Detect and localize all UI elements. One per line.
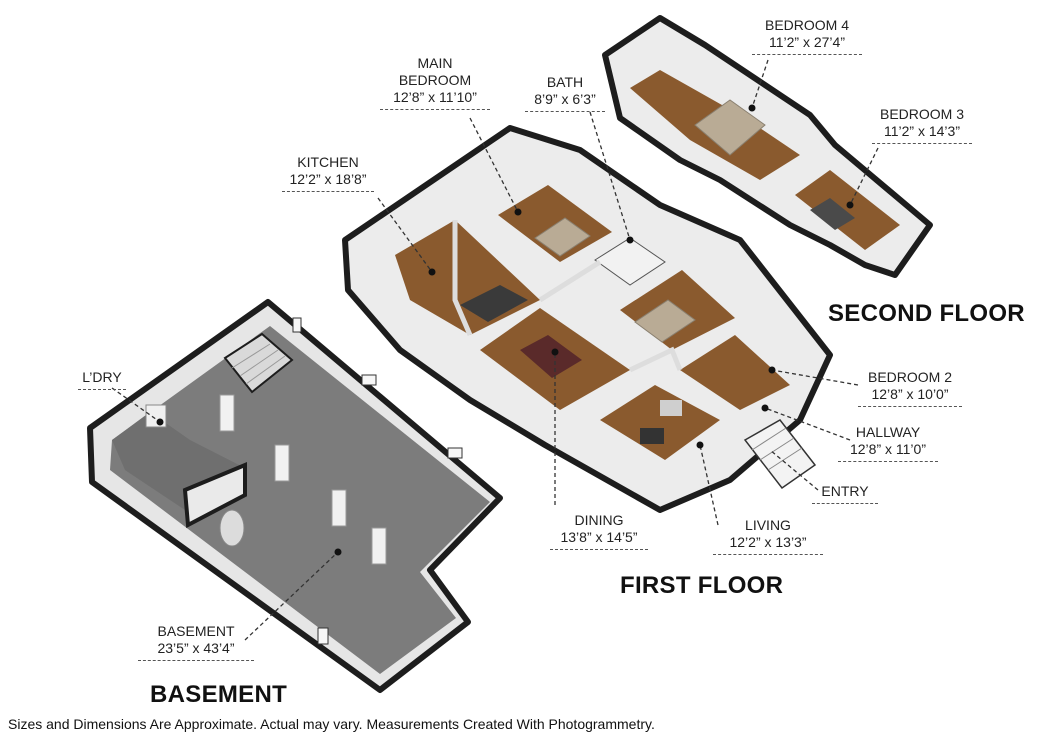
hallway-floor (680, 335, 790, 410)
room-dimensions: 12’8” x 10’0” (871, 386, 949, 402)
label-bedroom3: BEDROOM 3 11’2” x 14’3” (872, 106, 972, 144)
room-dimensions: 8’9” x 6’3” (534, 91, 596, 107)
room-name: BATH (546, 74, 584, 90)
room-dimensions: 12’2” x 13’3” (729, 534, 807, 550)
living-floor (600, 385, 720, 460)
room-dimensions: 12’2” x 18’8” (289, 171, 367, 187)
entry-stairs (743, 419, 817, 490)
disclaimer-footer: Sizes and Dimensions Are Approximate. Ac… (8, 716, 655, 732)
basement-floor-plan (87, 299, 503, 693)
leader-dots (156, 104, 854, 556)
label-laundry: L’DRY (78, 369, 126, 390)
basement-column (331, 489, 347, 527)
first-floor-plan (342, 125, 833, 513)
label-kitchen: KITCHEN 12’2” x 18’8” (282, 154, 374, 192)
room-dimensions: 12’8” x 11’0” (849, 441, 926, 457)
basement-column (219, 394, 235, 432)
room-dimensions: 11’2” x 27’4” (768, 34, 845, 50)
label-hallway: HALLWAY 12’8” x 11’0” (838, 424, 938, 462)
label-bedroom4: BEDROOM 4 11’2” x 27’4” (752, 17, 862, 55)
label-bath: BATH 8’9” x 6’3” (525, 74, 605, 112)
bed (534, 217, 591, 257)
kitchen-island (460, 285, 528, 322)
room-dimensions: 11’2” x 14’3” (883, 123, 960, 139)
room-name: HALLWAY (855, 424, 921, 440)
room-name: BASEMENT (157, 623, 235, 639)
label-bedroom2: BEDROOM 2 12’8” x 10’0” (858, 369, 962, 407)
room-name: ENTRY (821, 483, 869, 499)
bed (634, 299, 696, 343)
room-name: BEDROOM 2 (867, 369, 952, 385)
basement-column (274, 444, 290, 482)
room-name-line1: MAIN (417, 55, 453, 71)
label-entry: ENTRY (812, 483, 878, 504)
water-heater (219, 509, 245, 547)
main-bedroom-floor (498, 185, 612, 262)
room-dimensions: 13’8” x 14’5” (560, 529, 638, 545)
room-name: BEDROOM 4 (764, 17, 849, 33)
label-main-bedroom: MAIN BEDROOM 12’8” x 11’10” (380, 55, 490, 110)
label-basement: BASEMENT 23’5” x 43’4” (138, 623, 254, 661)
second-floor-title: SECOND FLOOR (828, 300, 1025, 327)
room-name: LIVING (745, 517, 791, 533)
room-dimensions: 12’8” x 11’10” (393, 89, 477, 105)
leader-lines (111, 59, 879, 641)
room-name: KITCHEN (297, 154, 359, 170)
room-name: BEDROOM 3 (879, 106, 964, 122)
bed (810, 198, 855, 230)
basement-title: BASEMENT (150, 681, 288, 708)
dining-table (520, 335, 582, 378)
room-dimensions: 23’5” x 43’4” (157, 640, 235, 656)
basement-floor (110, 326, 490, 674)
bedroom3-floor (795, 170, 900, 250)
first-floor-title: FIRST FLOOR (620, 572, 784, 599)
room-name-line2: BEDROOM (398, 72, 472, 88)
label-dining: DINING 13’8” x 14’5” (550, 512, 648, 550)
bath-floor (594, 237, 666, 286)
basement-column (371, 527, 387, 565)
bed (694, 99, 766, 156)
room-name: L’DRY (82, 369, 122, 385)
label-living: LIVING 12’2” x 13’3” (713, 517, 823, 555)
basement-stairs (223, 332, 294, 394)
room-name: DINING (574, 512, 624, 528)
second-floor-plan (602, 15, 933, 278)
